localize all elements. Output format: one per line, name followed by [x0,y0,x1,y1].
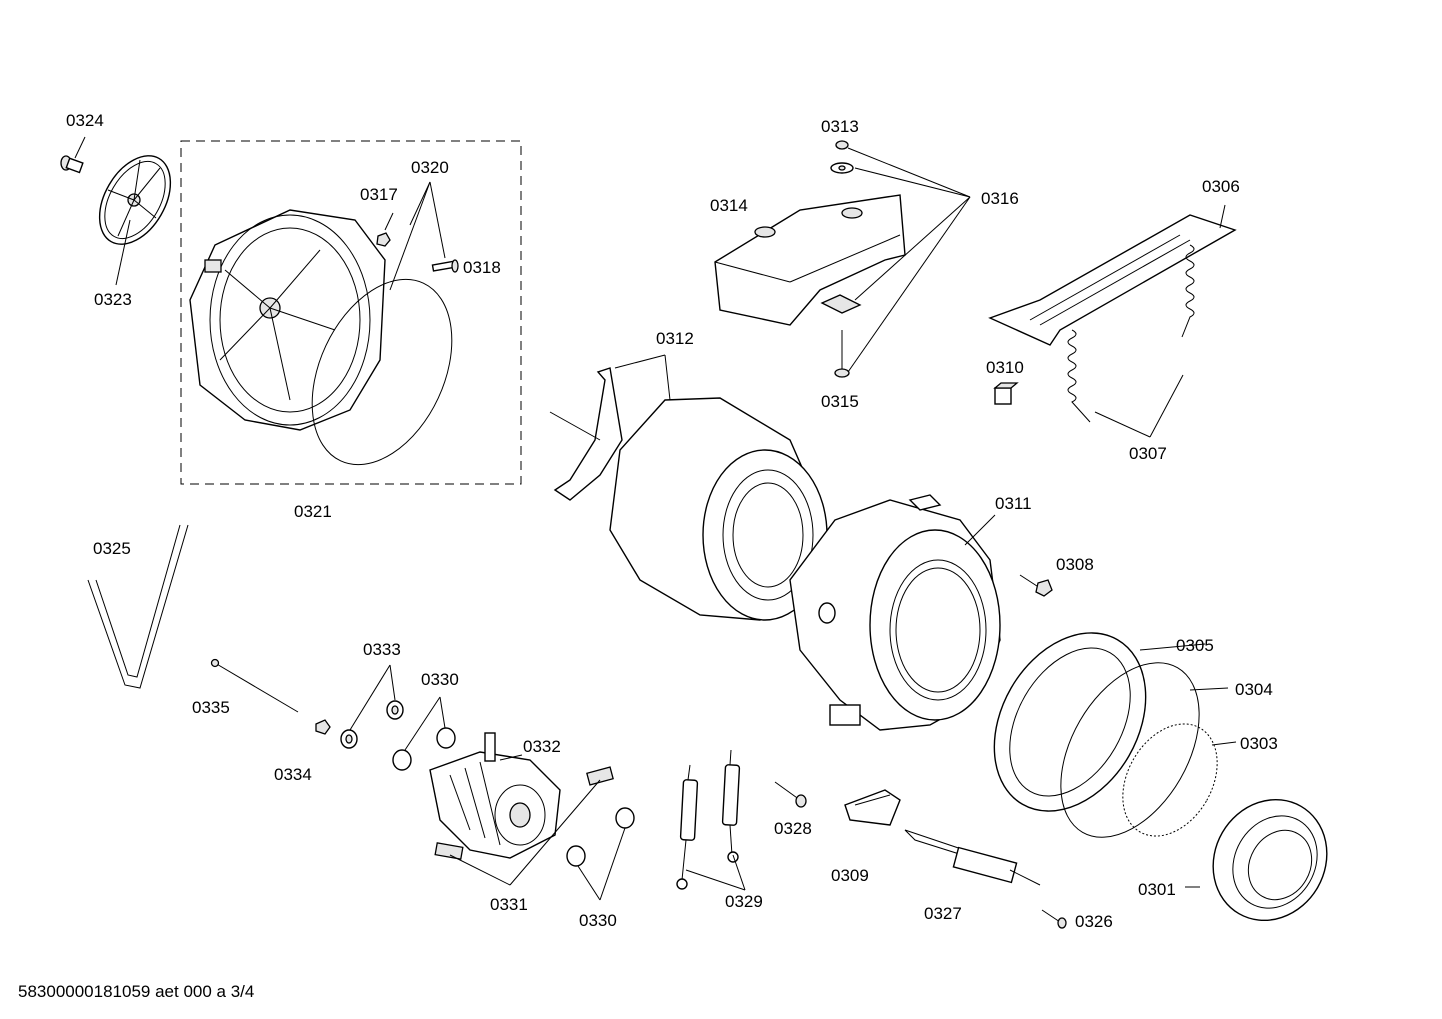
label-0318: 0318 [463,258,501,277]
part-0306-bracket[interactable] [988,214,1237,346]
label-0329: 0329 [725,892,763,911]
label-0326: 0326 [1075,912,1113,931]
label-0306: 0306 [1202,177,1240,196]
part-0332-motor[interactable] [429,732,561,859]
label-0308: 0308 [1056,555,1094,574]
drawing-reference-footer: 58300000181059 aet 000 a 3/4 [18,982,255,1001]
part-0305-front-frame[interactable] [964,606,1177,839]
label-0335: 0335 [192,698,230,717]
label-0330-upper: 0330 [421,670,459,689]
part-0321-rear-tub[interactable] [189,209,386,431]
part-0309-holder[interactable] [844,789,901,826]
part-0326-sensor[interactable] [1041,909,1067,929]
label-0304: 0304 [1235,680,1273,699]
label-0301: 0301 [1138,880,1176,899]
part-0331-motor-connectors[interactable] [434,766,614,860]
label-0332: 0332 [523,737,561,756]
label-0305: 0305 [1176,636,1214,655]
label-0314: 0314 [710,196,748,215]
part-0320-tub-gasket[interactable] [284,257,479,487]
part-0327-heater[interactable] [904,829,1041,886]
part-0313-nut[interactable] [835,140,849,150]
label-0315: 0315 [821,392,859,411]
leader-lines [74,136,1237,901]
part-0303-spring-ring[interactable] [1104,707,1237,853]
label-0325: 0325 [93,539,131,558]
part-0328-screw[interactable] [774,781,807,808]
label-0324: 0324 [66,111,104,130]
part-0318-screw[interactable] [431,259,459,273]
part-0329-shock-absorbers[interactable] [676,749,741,890]
label-0307: 0307 [1129,444,1167,463]
part-0315-bolt[interactable] [834,330,850,378]
part-0323-pulley[interactable] [85,143,185,256]
part-0316-washers[interactable] [820,162,862,314]
label-0327: 0327 [924,904,962,923]
part-0325-drive-belt[interactable] [87,524,189,689]
label-0310: 0310 [986,358,1024,377]
label-0312: 0312 [656,329,694,348]
part-0314-counterweight[interactable] [714,194,906,326]
label-0323: 0323 [94,290,132,309]
part-0317-nut[interactable] [376,232,391,247]
label-0309: 0309 [831,866,869,885]
rear-tub-group-frame [180,140,522,485]
label-0317: 0317 [360,185,398,204]
part-labels: 0324 0323 0317 0320 0318 0321 0325 0335 … [66,111,1278,931]
part-0304-clamp-ring[interactable] [1032,639,1227,862]
label-0320: 0320 [411,158,449,177]
label-0321: 0321 [294,502,332,521]
part-0301-door-seal[interactable] [1191,779,1348,941]
part-0334-nut[interactable] [315,719,331,735]
part-0335-rod[interactable] [210,658,299,713]
part-0312-drum[interactable] [549,367,828,621]
label-0313: 0313 [821,117,859,136]
part-0330-rubber-dampers[interactable] [392,727,635,867]
label-0334: 0334 [274,765,312,784]
label-0330-lower: 0330 [579,911,617,930]
part-0333-bushings[interactable] [340,700,404,749]
label-0303: 0303 [1240,734,1278,753]
label-0331: 0331 [490,895,528,914]
label-0333: 0333 [363,640,401,659]
part-0307-springs[interactable] [1067,244,1195,423]
part-0308-screw[interactable] [1019,574,1053,597]
label-0311: 0311 [995,494,1032,513]
part-0324-bolt[interactable] [60,155,84,174]
part-0311-front-tub[interactable] [789,494,1001,731]
label-0316: 0316 [981,189,1019,208]
part-0310-clip[interactable] [993,382,1019,405]
label-0328: 0328 [774,819,812,838]
